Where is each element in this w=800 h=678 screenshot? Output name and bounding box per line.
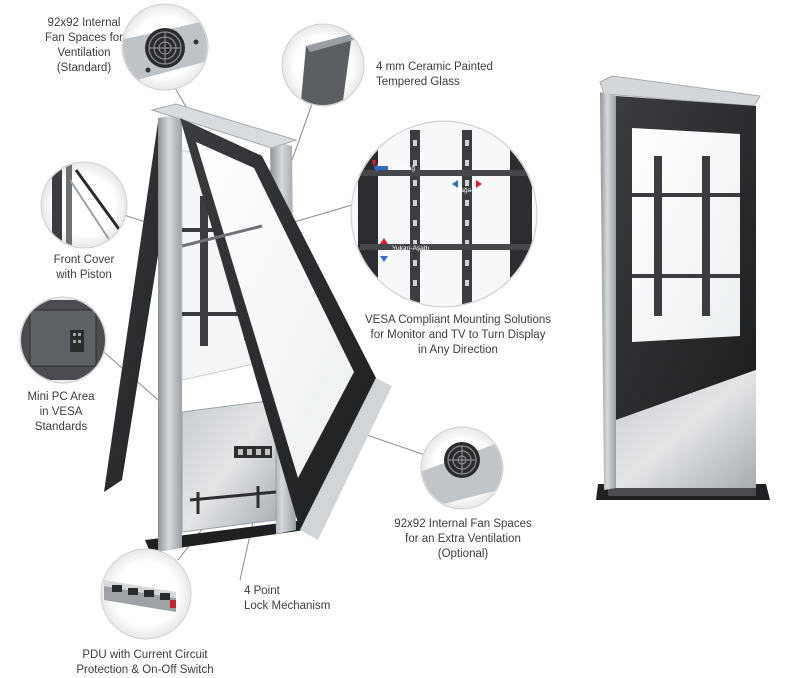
callout-lock-line: 4 Point bbox=[244, 585, 280, 597]
vesa-arrow-right-left: Sağa-Sola bbox=[452, 180, 487, 194]
callout-front-cover: Front Cover with Piston bbox=[44, 253, 124, 283]
callout-glass: 4 mm Ceramic Painted Tempered Glass bbox=[376, 60, 493, 90]
callout-front-cover-line: with Piston bbox=[56, 269, 112, 281]
callout-fan-extra-line: for an Extra Ventilation bbox=[405, 533, 521, 545]
callout-pdu-line: PDU with Current Circuit bbox=[82, 649, 208, 661]
callout-vesa-line: for Monitor and TV to Turn Display bbox=[370, 329, 546, 341]
open-kiosk bbox=[104, 103, 392, 552]
vesa-arrow-label-left-right: Sol-Sağ bbox=[392, 165, 416, 172]
callout-mini-pc-line: Mini PC Area bbox=[27, 391, 95, 403]
fan-top-detail bbox=[121, 3, 209, 91]
callout-fan-top-line: Ventilation bbox=[57, 47, 111, 59]
vesa-detail: Sol-Sağ Sağa-Sola Yukarı-Aşağı bbox=[350, 120, 538, 308]
pdu-detail bbox=[100, 548, 192, 640]
callout-lock: 4 Point Lock Mechanism bbox=[244, 584, 330, 614]
callout-fan-top-line: (Standard) bbox=[56, 62, 112, 74]
vesa-arrow-label-up-down: Yukarı-Aşağı bbox=[392, 245, 429, 252]
callout-glass-line: 4 mm Ceramic Painted bbox=[376, 61, 493, 73]
callout-fan-top-line: Fan Spaces for bbox=[45, 32, 123, 44]
callout-mini-pc: Mini PC Area in VESA Standards bbox=[16, 390, 106, 435]
vesa-arrow-up-down: Yukarı-Aşağı bbox=[380, 238, 429, 262]
callout-pdu: PDU with Current Circuit Protection & On… bbox=[60, 648, 230, 678]
callout-vesa: VESA Compliant Mounting Solutions for Mo… bbox=[358, 313, 558, 358]
callout-glass-line: Tempered Glass bbox=[376, 76, 460, 88]
callout-pdu-line: Protection & On-Off Switch bbox=[76, 664, 214, 676]
callout-lock-line: Lock Mechanism bbox=[244, 600, 331, 612]
callout-fan-extra-line: (Optional) bbox=[437, 548, 489, 560]
callout-fan-top-line: 92x92 Internal bbox=[47, 17, 121, 29]
fan-extra-detail bbox=[420, 426, 504, 510]
closed-kiosk bbox=[596, 75, 770, 500]
piston-detail bbox=[40, 161, 128, 249]
callout-mini-pc-line: in VESA bbox=[39, 406, 83, 418]
callout-fan-extra-line: 92x92 Internal Fan Spaces bbox=[394, 518, 532, 530]
callout-mini-pc-line: Standards bbox=[34, 421, 88, 433]
vesa-arrow-left-right: Sol-Sağ bbox=[372, 160, 416, 173]
callout-fan-top: 92x92 Internal Fan Spaces for Ventilatio… bbox=[34, 16, 134, 76]
callout-vesa-line: VESA Compliant Mounting Solutions bbox=[364, 314, 552, 326]
glass-detail bbox=[281, 23, 365, 107]
callout-vesa-line: in Any Direction bbox=[418, 344, 498, 356]
vesa-arrow-label-right-left: Sağa-Sola bbox=[456, 187, 487, 194]
callout-front-cover-line: Front Cover bbox=[53, 254, 115, 266]
mini-pc-detail bbox=[19, 296, 107, 384]
callout-fan-extra: 92x92 Internal Fan Spaces for an Extra V… bbox=[388, 517, 538, 562]
